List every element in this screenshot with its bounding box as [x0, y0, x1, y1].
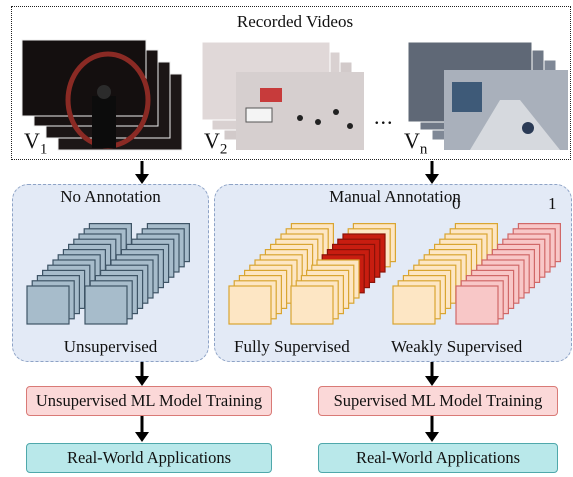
unsupervised-stack-b	[84, 223, 190, 325]
supervised-training-box: Supervised ML Model Training	[318, 386, 558, 416]
video-1-frames	[21, 39, 183, 151]
no-annotation-title: No Annotation	[60, 187, 161, 206]
weak-positive-stack-frame	[455, 285, 499, 325]
video-2-subscript: 2	[219, 141, 228, 158]
video-n-label: Vn	[404, 128, 427, 158]
left-applications-box: Real-World Applications	[26, 443, 272, 473]
weak-negative-label: 0	[452, 194, 461, 213]
weak-negative-stack-frame	[392, 285, 436, 325]
video-1-letter: V	[24, 128, 40, 153]
weak-positive-label: 1	[548, 194, 557, 213]
video-ellipsis: ...	[374, 104, 394, 129]
video-1-subscript: 1	[39, 141, 48, 158]
video-n-letter: V	[404, 128, 420, 153]
recorded-videos-title: Recorded Videos	[236, 12, 354, 31]
weak-positive-stack	[455, 223, 562, 325]
fully-supervised-caption: Fully Supervised	[234, 337, 350, 356]
video-1-label: V1	[24, 128, 47, 158]
arrow-sup-training-to-app	[425, 416, 439, 442]
video-2-frames	[201, 41, 365, 151]
fully-supervised-stack-b	[290, 223, 396, 325]
arrow-panel-to-unsup-training	[135, 362, 149, 386]
unsupervised-stack-b-frame	[84, 285, 128, 325]
recorded-videos-box	[11, 6, 571, 160]
video-n-subscript: n	[419, 141, 428, 158]
weakly-supervised-caption: Weakly Supervised	[391, 337, 523, 356]
right-applications-box: Real-World Applications	[318, 443, 558, 473]
video-n-frames	[407, 41, 569, 151]
video-2-label: V2	[204, 128, 227, 158]
video-2-letter: V	[204, 128, 220, 153]
manual-annotation-title: Manual Annotation	[329, 187, 461, 206]
unsupervised-stack-a	[26, 223, 133, 325]
arrow-unsup-training-to-app	[135, 416, 149, 442]
unsupervised-stack-a-frame	[26, 285, 70, 325]
unsupervised-training-box: Unsupervised ML Model Training	[26, 386, 272, 416]
fully-supervised-stack-b-frame	[290, 285, 334, 325]
unsupervised-caption: Unsupervised	[63, 337, 158, 356]
fully-supervised-stack-a-frame	[228, 285, 272, 325]
arrow-videos-to-manual-annotation	[425, 161, 439, 184]
arrow-panel-to-sup-training	[425, 362, 439, 386]
arrow-videos-to-no-annotation	[135, 161, 149, 184]
